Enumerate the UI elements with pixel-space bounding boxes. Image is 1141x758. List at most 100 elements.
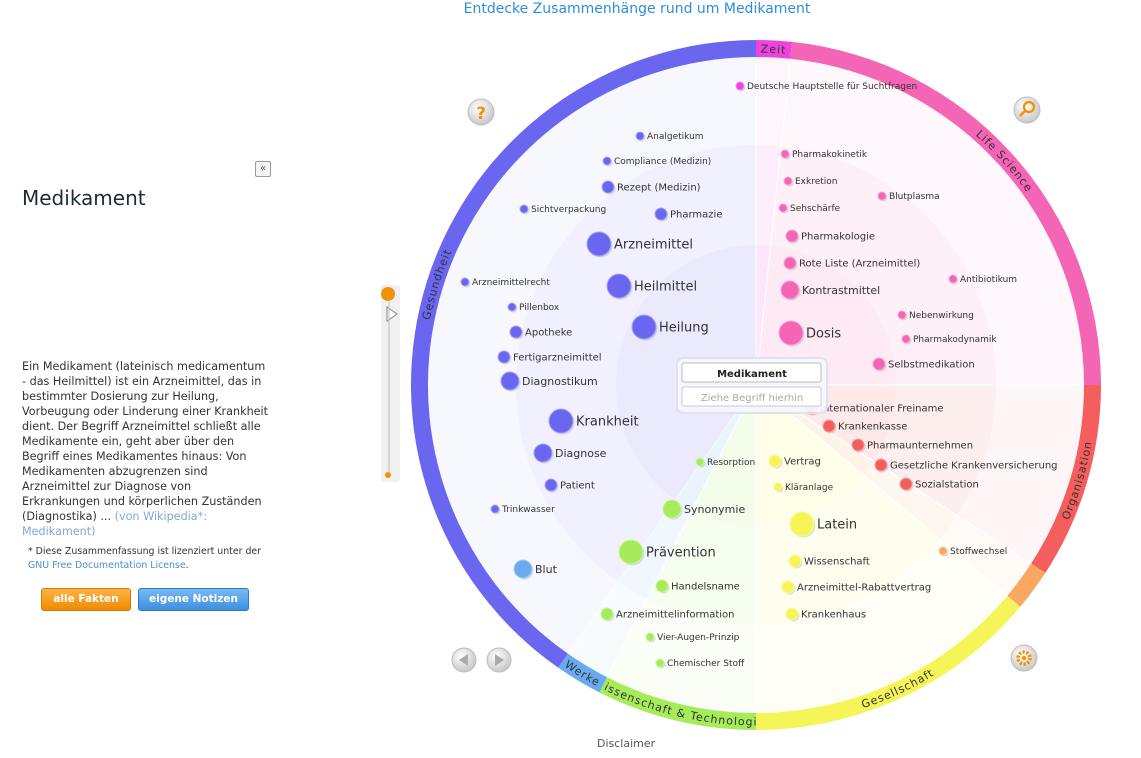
term-dot[interactable] bbox=[631, 314, 657, 340]
category-band-org[interactable] bbox=[1031, 385, 1101, 573]
term-node[interactable]: Dosis bbox=[778, 320, 841, 347]
term-dot[interactable] bbox=[789, 511, 815, 537]
term-node[interactable]: Analgetikum bbox=[635, 131, 704, 142]
term-dot[interactable] bbox=[586, 231, 612, 257]
term-node[interactable]: Handelsname bbox=[655, 579, 740, 594]
term-node[interactable]: Fertigarzneimittel bbox=[497, 350, 602, 365]
term-label[interactable]: Handelsname bbox=[671, 582, 740, 593]
term-label[interactable]: Dosis bbox=[806, 327, 841, 342]
term-node[interactable]: Pharmazie bbox=[654, 207, 722, 222]
term-dot[interactable] bbox=[851, 438, 865, 452]
term-node[interactable]: Resorption bbox=[695, 457, 755, 468]
term-dot[interactable] bbox=[897, 310, 907, 320]
term-node[interactable]: Krankheit bbox=[548, 408, 639, 435]
term-dot[interactable] bbox=[773, 482, 783, 492]
term-label[interactable]: Krankenhaus bbox=[801, 610, 866, 621]
term-label[interactable]: Deutsche Hauptstelle für Suchtfragen bbox=[747, 82, 917, 92]
term-node[interactable]: Rote Liste (Arzneimittel) bbox=[783, 256, 920, 271]
term-node[interactable]: Apotheke bbox=[509, 325, 572, 340]
term-dot[interactable] bbox=[645, 632, 655, 642]
term-dot[interactable] bbox=[783, 256, 797, 270]
term-dot[interactable] bbox=[874, 458, 888, 472]
term-node[interactable]: Sichtverpackung bbox=[519, 204, 606, 215]
term-node[interactable]: Heilmittel bbox=[606, 273, 697, 300]
term-dot[interactable] bbox=[735, 81, 745, 91]
category-band-wiss[interactable] bbox=[599, 677, 756, 730]
term-dot[interactable] bbox=[635, 131, 645, 141]
term-node[interactable]: Arzneimittel bbox=[586, 231, 693, 258]
zoom-slider[interactable] bbox=[381, 285, 400, 482]
term-dot[interactable] bbox=[497, 350, 511, 364]
category-band-zeit[interactable] bbox=[756, 40, 793, 59]
term-dot[interactable] bbox=[768, 454, 782, 468]
term-label[interactable]: Pharmakokinetik bbox=[792, 150, 868, 160]
term-node[interactable]: Deutsche Hauptstelle für Suchtfragen bbox=[735, 81, 917, 92]
term-dot[interactable] bbox=[899, 477, 913, 491]
term-label[interactable]: Rezept (Medizin) bbox=[617, 183, 701, 194]
term-dot[interactable] bbox=[655, 579, 669, 593]
term-dot[interactable] bbox=[695, 457, 705, 467]
forward-button[interactable] bbox=[486, 647, 512, 673]
term-label[interactable]: Sichtverpackung bbox=[531, 205, 606, 215]
term-label[interactable]: Patient bbox=[560, 481, 595, 492]
term-label[interactable]: Kontrastmittel bbox=[802, 284, 880, 297]
term-dot[interactable] bbox=[606, 273, 632, 299]
term-node[interactable]: Pharmakokinetik bbox=[780, 149, 868, 160]
term-label[interactable]: Nebenwirkung bbox=[909, 311, 974, 321]
term-node[interactable]: Rezept (Medizin) bbox=[601, 180, 701, 195]
term-label[interactable]: Apotheke bbox=[525, 328, 572, 339]
category-band-life[interactable] bbox=[790, 41, 1101, 385]
term-label[interactable]: Wissenschaft bbox=[804, 557, 870, 568]
term-label[interactable]: Krankheit bbox=[576, 415, 639, 430]
term-node[interactable]: Patient bbox=[544, 478, 595, 493]
term-label[interactable]: Blut bbox=[535, 563, 558, 576]
term-label[interactable]: Pillenbox bbox=[519, 303, 560, 313]
term-label[interactable]: Stoffwechsel bbox=[950, 547, 1007, 557]
term-dot[interactable] bbox=[785, 607, 799, 621]
term-dot[interactable] bbox=[548, 408, 574, 434]
term-label[interactable]: Arzneimittel bbox=[614, 238, 693, 253]
disclaimer-link[interactable]: Disclaimer bbox=[597, 737, 656, 750]
slider-top-knob[interactable] bbox=[381, 287, 395, 301]
category-band-werke[interactable] bbox=[558, 653, 608, 693]
term-dot[interactable] bbox=[783, 176, 793, 186]
term-node[interactable]: Stoffwechsel bbox=[938, 546, 1007, 557]
term-label[interactable]: Diagnose bbox=[555, 447, 607, 460]
term-node[interactable]: Arzneimittel-Rabattvertrag bbox=[781, 580, 931, 595]
term-dot[interactable] bbox=[781, 580, 795, 594]
term-label[interactable]: Resorption bbox=[707, 458, 755, 468]
term-node[interactable]: Chemischer Stoff bbox=[655, 658, 745, 669]
term-label[interactable]: Prävention bbox=[646, 546, 716, 561]
term-dot[interactable] bbox=[533, 443, 553, 463]
term-dot[interactable] bbox=[901, 334, 911, 344]
term-label[interactable]: Pharmazie bbox=[670, 210, 722, 221]
term-dot[interactable] bbox=[872, 357, 886, 371]
term-label[interactable]: Blutplasma bbox=[889, 192, 940, 202]
term-label[interactable]: Latein bbox=[817, 518, 857, 533]
term-label[interactable]: Sehschärfe bbox=[790, 204, 841, 214]
term-dot[interactable] bbox=[948, 274, 958, 284]
term-dot[interactable] bbox=[544, 478, 558, 492]
term-dot[interactable] bbox=[938, 546, 948, 556]
term-dot[interactable] bbox=[877, 191, 887, 201]
term-label[interactable]: Heilmittel bbox=[634, 280, 697, 295]
term-dot[interactable] bbox=[601, 180, 615, 194]
term-node[interactable]: Pharmaunternehmen bbox=[851, 438, 973, 453]
term-dot[interactable] bbox=[778, 320, 804, 346]
wikipedia-link[interactable]: (von Wikipedia*: Medikament) bbox=[22, 510, 207, 538]
term-dot[interactable] bbox=[618, 539, 644, 565]
term-label[interactable]: Rote Liste (Arzneimittel) bbox=[799, 259, 920, 270]
term-label[interactable]: Krankenkasse bbox=[838, 422, 907, 433]
term-node[interactable]: Kläranlage bbox=[773, 482, 834, 493]
term-dot[interactable] bbox=[460, 277, 470, 287]
term-label[interactable]: Compliance (Medizin) bbox=[614, 157, 711, 167]
back-button[interactable] bbox=[451, 647, 477, 673]
search-button[interactable] bbox=[1013, 96, 1041, 124]
term-label[interactable]: Trinkwasser bbox=[501, 505, 555, 515]
term-node[interactable]: Heilung bbox=[631, 314, 709, 341]
term-label[interactable]: Selbstmedikation bbox=[888, 360, 975, 371]
term-label[interactable]: Vier-Augen-Prinzip bbox=[657, 633, 740, 643]
term-dot[interactable] bbox=[490, 504, 500, 514]
term-dot[interactable] bbox=[602, 156, 612, 166]
own-notes-button[interactable]: eigene Notizen bbox=[138, 588, 249, 611]
